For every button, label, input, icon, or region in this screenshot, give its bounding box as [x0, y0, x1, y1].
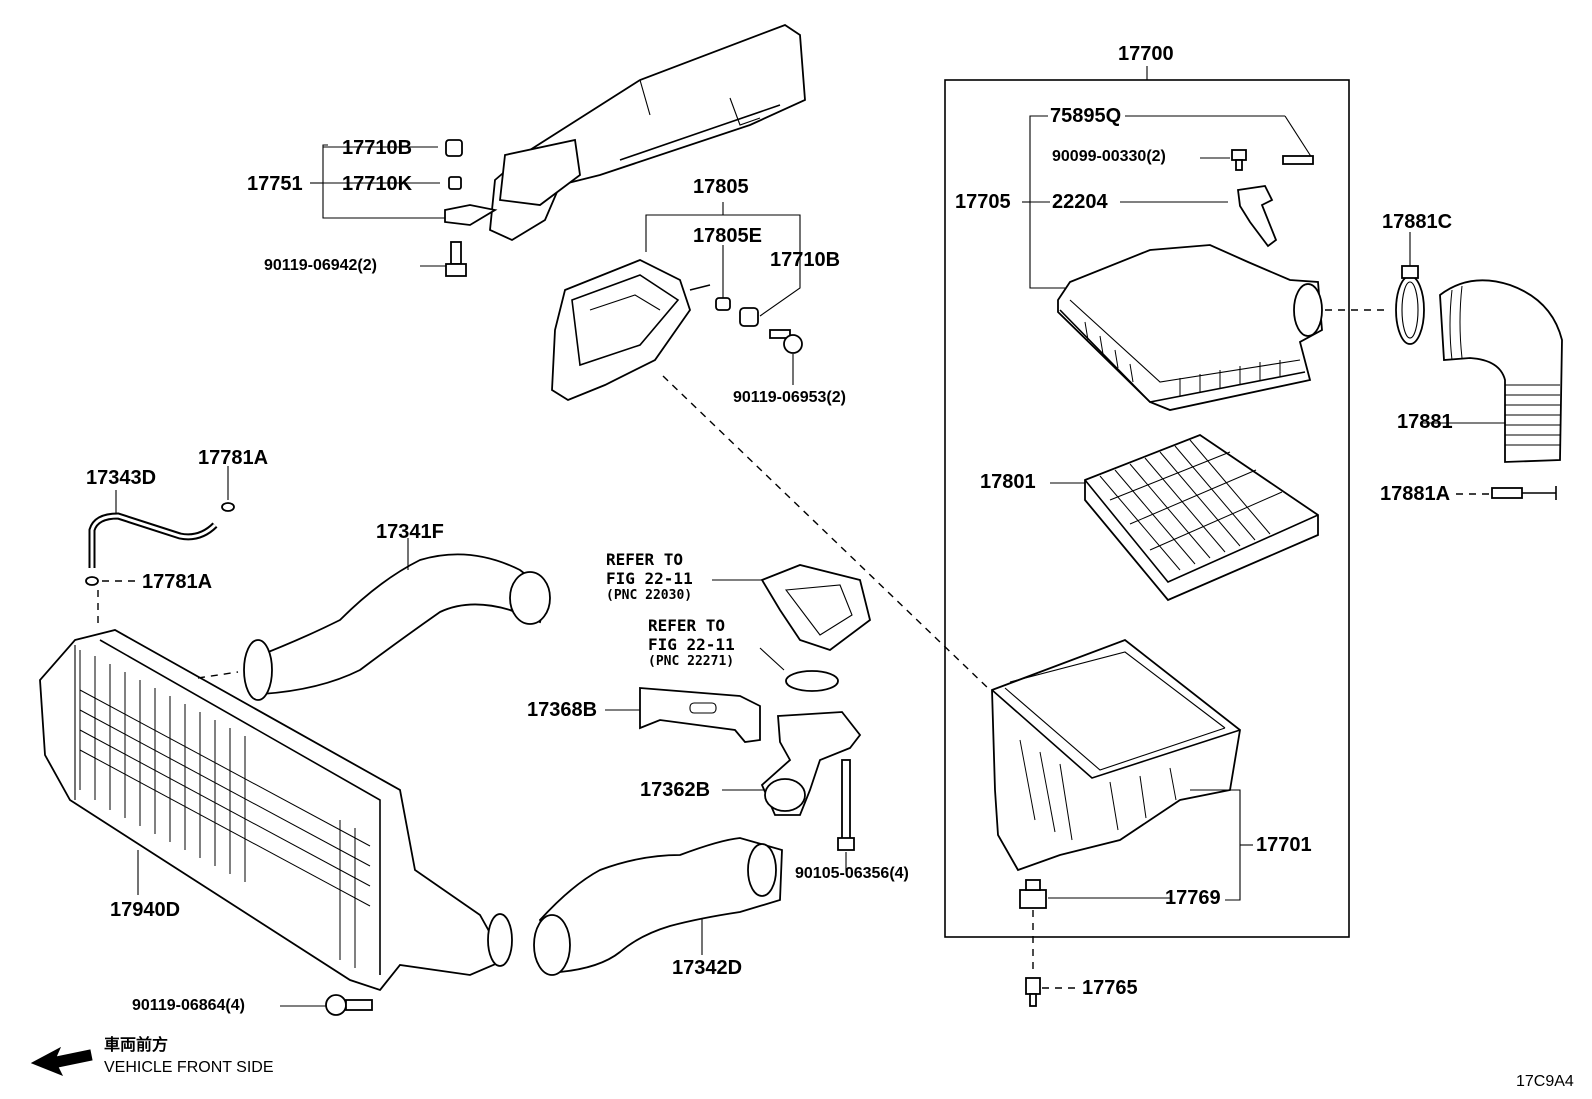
hose-17342D — [538, 837, 783, 973]
throttle-body — [760, 564, 872, 652]
label-90119-06953: 90119-06953(2) — [733, 389, 846, 406]
grommet-17710B-top — [445, 139, 463, 157]
clamp-17881C — [1395, 275, 1425, 345]
front-arrow-icon — [30, 1046, 93, 1076]
label-17881: 17881 — [1397, 411, 1453, 433]
air-cleaner-case — [991, 638, 1241, 872]
intercooler-17940D — [39, 629, 507, 992]
label-17362B: 17362B — [640, 779, 711, 801]
label-75895Q — [1282, 155, 1314, 165]
refer-note-1: REFER TO FIG 22-11 (PNC 22030) — [606, 550, 693, 604]
screw-90099 — [1231, 149, 1247, 171]
refer-note-1-line1: REFER TO — [606, 550, 684, 569]
label-90119-06864: 90119-06864(4) — [132, 997, 245, 1014]
label-17940D: 17940D — [110, 899, 181, 921]
clip-17781A-top — [221, 502, 235, 512]
gasket — [785, 670, 839, 692]
label-17701: 17701 — [1256, 834, 1312, 856]
label-17881C: 17881C — [1382, 211, 1453, 233]
diagram-code: 17C9A4 — [1516, 1073, 1574, 1090]
label-17751: 17751 — [247, 173, 303, 195]
label-90119-06942: 90119-06942(2) — [264, 257, 377, 274]
air-cleaner-cap — [1057, 244, 1323, 411]
air-duct-17751 — [489, 23, 806, 242]
hose-17341F — [246, 553, 550, 695]
label-17781A-mid: 17781A — [142, 571, 213, 593]
bolt-90119-06864 — [325, 994, 373, 1016]
label-17801: 17801 — [980, 471, 1036, 493]
label-17368B: 17368B — [527, 699, 598, 721]
hose-17881 — [1439, 279, 1563, 463]
refer-note-2-line2: FIG 22-11 — [648, 635, 735, 655]
refer-note-1-line2: FIG 22-11 — [606, 569, 693, 589]
clip-17781A-mid — [85, 576, 99, 586]
label-17805E: 17805E — [693, 225, 762, 247]
grommet-17769 — [1019, 879, 1047, 909]
label-17710B-top: 17710B — [342, 137, 413, 159]
label-22204: 22204 — [1052, 191, 1108, 213]
grommet-17710K — [448, 176, 462, 190]
refer-note-1-line3: (PNC 22030) — [606, 588, 693, 604]
label-17781A-top: 17781A — [198, 447, 269, 469]
label-17342D: 17342D — [672, 957, 743, 979]
label-75895Q: 75895Q — [1050, 105, 1122, 127]
grommet-17805E — [715, 297, 731, 311]
clip-17881A — [1491, 486, 1557, 500]
sensor-22204 — [1236, 185, 1278, 248]
label-17765: 17765 — [1082, 977, 1138, 999]
pin-17765 — [1025, 977, 1041, 1007]
air-filter-element — [1084, 433, 1319, 602]
refer-note-2-line1: REFER TO — [648, 616, 726, 635]
refer-note-2: REFER TO FIG 22-11 (PNC 22271) — [648, 616, 735, 670]
bolt-90105-06356 — [837, 759, 855, 851]
label-17881A: 17881A — [1380, 483, 1451, 505]
front-label-en: VEHICLE FRONT SIDE — [104, 1059, 274, 1076]
refer-note-2-line3: (PNC 22271) — [648, 654, 735, 670]
label-17769: 17769 — [1165, 887, 1221, 909]
front-label-jp: 車両前方 — [104, 1037, 169, 1054]
label-17710B-mid: 17710B — [770, 249, 841, 271]
bolt-90119-06953 — [769, 329, 803, 354]
label-17700: 17700 — [1118, 43, 1174, 65]
air-duct-17805 — [551, 259, 691, 402]
bolt-90119-06942 — [445, 241, 467, 277]
label-17710K: 17710K — [342, 173, 413, 195]
label-17343D: 17343D — [86, 467, 157, 489]
grommet-17710B-mid — [739, 307, 759, 327]
label-90105-06356: 90105-06356(4) — [795, 865, 909, 882]
label-17341F: 17341F — [376, 521, 444, 543]
label-17705: 17705 — [955, 191, 1011, 213]
label-90099-00330: 90099-00330(2) — [1052, 148, 1166, 165]
label-17805: 17805 — [693, 176, 749, 198]
bracket-17368B — [639, 687, 761, 743]
